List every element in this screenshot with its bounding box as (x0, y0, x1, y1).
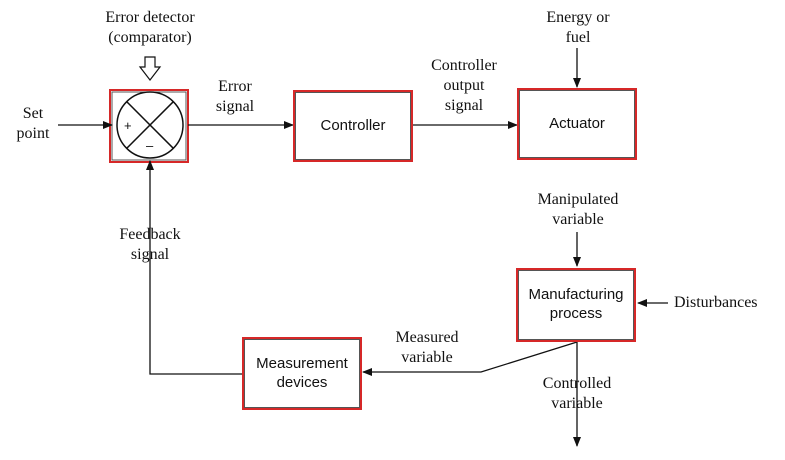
measured-variable-label: Measured variable (395, 329, 459, 366)
set-point-label: Set point (16, 105, 50, 142)
manipulated-variable-label: Manipulated variable (537, 191, 619, 228)
energy-or-fuel-label: Energy or fuel (546, 9, 610, 46)
measurement-label-line2: devices (276, 373, 328, 391)
measurement-label-line1: Measurement (256, 354, 348, 372)
measured-variable-wire (362, 341, 578, 376)
disturbances-label: Disturbances (674, 294, 758, 311)
plus-sign: + (124, 118, 132, 133)
controller-output-signal-label: Controller output signal (431, 57, 497, 114)
feedback-wire (146, 160, 242, 375)
controlled-variable-label: Controlled variable (542, 375, 612, 412)
minus-sign: – (146, 138, 154, 153)
error-detector-hollow-arrow (138, 56, 162, 81)
actuator-label: Actuator (549, 114, 605, 132)
actuator-block: Actuator (517, 88, 637, 160)
feedback-signal-label: Feedback signal (119, 226, 181, 263)
error-signal-label: Error signal (215, 78, 255, 115)
measurement-devices-block: Measurement devices (242, 337, 362, 410)
process-label-line2: process (549, 305, 603, 322)
controller-block: Controller (293, 90, 413, 162)
summing-junction-cross-b (126, 101, 174, 149)
manufacturing-process-block: Manufacturing process (516, 268, 636, 342)
process-label-line1: Manufacturing (528, 286, 624, 304)
controller-label: Controller (320, 116, 386, 134)
error-detector-label: Error detector (comparator) (105, 9, 195, 46)
